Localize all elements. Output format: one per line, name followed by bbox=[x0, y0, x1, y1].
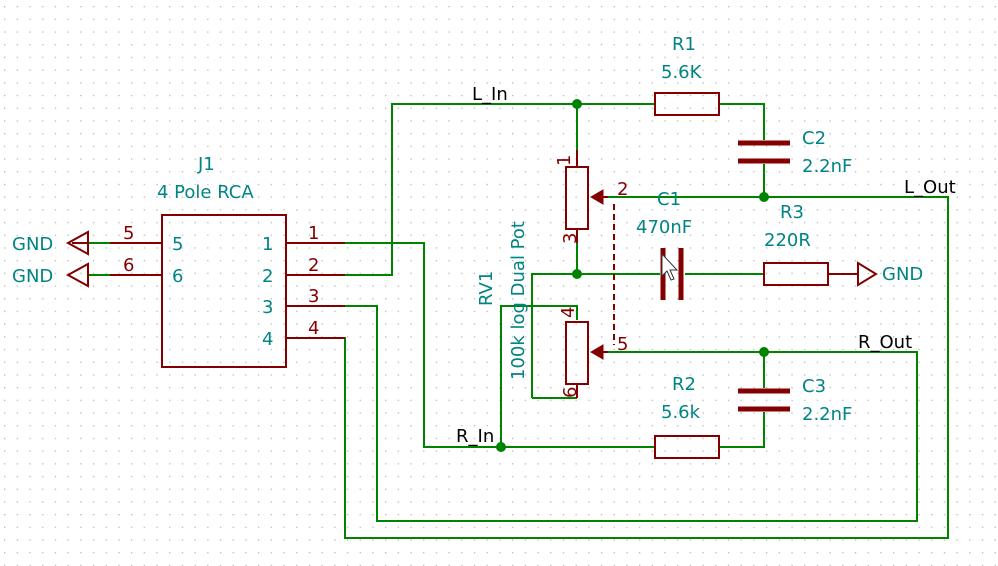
j1-inner-2: 2 bbox=[262, 266, 273, 287]
r2-value: 5.6k bbox=[661, 402, 701, 423]
capacitor-c3[interactable]: C3 2.2nF bbox=[738, 376, 852, 425]
c2-ref: C2 bbox=[802, 128, 826, 149]
wire-r-out[interactable] bbox=[287, 305, 918, 522]
net-label-l-out[interactable]: L_Out bbox=[904, 177, 956, 198]
rv1-pin-1: 1 bbox=[554, 155, 575, 166]
r2-body[interactable] bbox=[654, 435, 720, 459]
junction-dot bbox=[759, 192, 769, 202]
wire-r-in[interactable] bbox=[345, 242, 655, 448]
gnd-icon bbox=[857, 261, 878, 287]
rv1-value: 100k log Dual Pot bbox=[508, 221, 529, 380]
j1-inner-3: 3 bbox=[262, 297, 273, 318]
wire-r2-c3[interactable] bbox=[719, 412, 765, 448]
gnd-icon bbox=[65, 230, 89, 256]
wire-r-in-pot[interactable] bbox=[500, 305, 578, 447]
gnd-icon bbox=[65, 262, 89, 288]
capacitor-c1[interactable]: C1 470nF bbox=[636, 189, 692, 300]
j1-pin-2: 2 bbox=[308, 255, 319, 276]
rv1-pin-2: 2 bbox=[617, 179, 628, 200]
net-label-r-in[interactable]: R_In bbox=[456, 426, 494, 447]
junctions bbox=[496, 99, 769, 452]
r1-ref: R1 bbox=[672, 34, 696, 55]
c1-ref: C1 bbox=[657, 189, 681, 210]
gnd-symbol-2[interactable]: GND bbox=[12, 262, 89, 288]
junction-dot bbox=[496, 442, 506, 452]
rv1-pin-5: 5 bbox=[617, 334, 628, 355]
rv1-pin-4: 4 bbox=[558, 307, 579, 318]
capacitor-c2[interactable]: C2 2.2nF bbox=[738, 128, 852, 177]
r3-value: 220R bbox=[764, 230, 811, 251]
j1-inner-4: 4 bbox=[262, 329, 273, 350]
j1-pin-3: 3 bbox=[308, 286, 319, 307]
wiper-arrow-icon bbox=[590, 189, 604, 205]
j1-body[interactable] bbox=[161, 214, 287, 368]
c2-value: 2.2nF bbox=[802, 156, 852, 177]
j1-pin-6: 6 bbox=[123, 255, 134, 276]
potentiometer-rv1[interactable]: 1 2 3 4 5 6 RV1 100k log Dual Pot bbox=[476, 150, 628, 398]
wire-mid-c1[interactable] bbox=[531, 273, 660, 398]
resistor-r2[interactable]: R2 5.6k bbox=[654, 374, 720, 459]
j1-inner-6: 6 bbox=[172, 266, 183, 287]
net-label-l-in[interactable]: L_In bbox=[472, 84, 508, 105]
j1-pin-1: 1 bbox=[308, 223, 319, 244]
connector-j1[interactable]: J1 4 Pole RCA 5 6 5 6 1 2 3 4 1 2 3 4 bbox=[110, 154, 345, 368]
j1-ref: J1 bbox=[197, 154, 215, 175]
wire-r1-c2[interactable] bbox=[719, 103, 765, 140]
gnd-label-2: GND bbox=[12, 266, 53, 287]
rv1-pin-3: 3 bbox=[560, 233, 581, 244]
j1-value: 4 Pole RCA bbox=[157, 182, 254, 203]
c3-value: 2.2nF bbox=[802, 404, 852, 425]
j1-inner-1: 1 bbox=[262, 234, 273, 255]
resistor-r3[interactable]: R3 220R GND bbox=[763, 202, 923, 287]
j1-pin-5: 5 bbox=[123, 223, 134, 244]
rv1-pin-6: 6 bbox=[560, 387, 581, 398]
c3-ref: C3 bbox=[802, 376, 826, 397]
junction-dot bbox=[572, 269, 582, 279]
r1-body[interactable] bbox=[654, 92, 720, 116]
wire-l-in[interactable] bbox=[345, 103, 655, 276]
gnd-label-1: GND bbox=[12, 234, 53, 255]
gnd-label-3: GND bbox=[882, 264, 923, 285]
j1-inner-5: 5 bbox=[172, 234, 183, 255]
junction-dot bbox=[572, 99, 582, 109]
net-label-r-out[interactable]: R_Out bbox=[858, 332, 912, 353]
mouse-cursor-icon bbox=[661, 252, 679, 281]
resistor-r1[interactable]: R1 5.6K bbox=[654, 34, 720, 116]
c1-value: 470nF bbox=[636, 217, 692, 238]
r1-value: 5.6K bbox=[661, 62, 703, 83]
gnd-symbol-1[interactable]: GND bbox=[12, 230, 89, 256]
wiper-arrow-icon bbox=[590, 344, 604, 360]
junction-dot bbox=[759, 347, 769, 357]
rv1-ref: RV1 bbox=[476, 271, 497, 306]
j1-pin-4: 4 bbox=[308, 318, 319, 339]
r3-ref: R3 bbox=[780, 202, 804, 223]
r2-ref: R2 bbox=[672, 374, 696, 395]
